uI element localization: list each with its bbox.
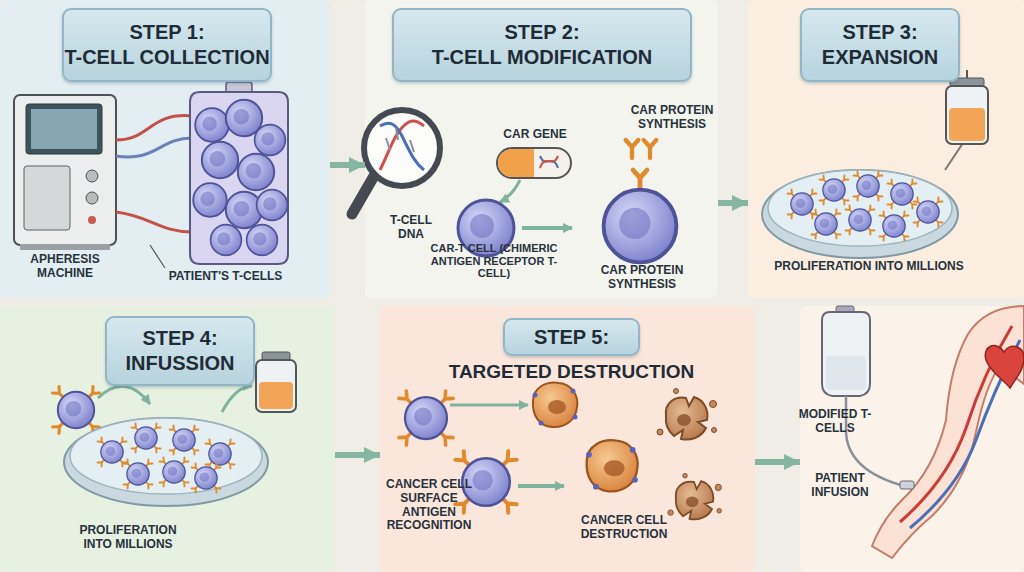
callout-label: PROLIFERATION INTO MILLIONS: [66, 524, 190, 552]
flow-arrow: [335, 452, 380, 458]
step-panel: APHERESIS MACHINE PATIENT'S T-CELLS STEP 1…: [0, 0, 330, 298]
callout-label: PATIENT INFUSION: [804, 472, 876, 500]
callout-label: APHERESIS MACHINE: [12, 253, 118, 281]
step-number: STEP 2:: [504, 20, 579, 45]
step-title: INFUSSION: [126, 351, 235, 376]
callout-label: CANCER CELL DESTRUCTION: [572, 514, 676, 542]
step-panel: PROLIFERATION INTO MILLIONS STEP 4:INFUSS…: [0, 306, 335, 572]
flow-arrow: [755, 459, 800, 465]
step-panel: PROLIFERATION INTO MILLIONS STEP 3:EXPANS…: [748, 0, 1024, 298]
step-title: T-CELL COLLECTION: [64, 45, 269, 70]
callout-label: CANCER CELL SURFACE ANTIGEN RECOGNITION: [380, 478, 478, 533]
callout-label: CAR PROTEIN SYNTHESIS: [622, 104, 722, 132]
callout-label: CAR-T CELL (CHIMERIC ANTIGEN RECEPTOR T-…: [424, 242, 564, 280]
step-header: STEP 1:T-CELL COLLECTION: [62, 8, 272, 82]
callout-label: CAR PROTEIN SYNTHESIS: [592, 264, 692, 292]
step-number: STEP 3:: [842, 20, 917, 45]
step-header: STEP 4:INFUSSION: [105, 316, 255, 386]
step-header: STEP 2:T-CELL MODIFICATION: [392, 8, 692, 82]
callout-label: PATIENT'S T-CELLS: [158, 270, 293, 284]
step-title: EXPANSION: [822, 45, 938, 70]
callout-label: CAR GENE: [497, 128, 573, 142]
callout-label: PROLIFERATION INTO MILLIONS: [754, 260, 984, 274]
step-number: STEP 5:: [534, 325, 609, 350]
step-title: TARGETED DESTRUCTION: [449, 360, 695, 384]
step-panel: CAR GENE CAR PROTEIN SYNTHESIS T-CELL DNAC…: [365, 0, 718, 298]
callout-label: T-CELL DNA: [380, 214, 442, 242]
step-header: STEP 5:TARGETED DESTRUCTION: [503, 318, 640, 356]
flow-arrow: [718, 200, 748, 206]
step-number: STEP 4:: [142, 326, 217, 351]
step-panel: CANCER CELL SURFACE ANTIGEN RECOGNITION C…: [380, 306, 755, 572]
step-panel: MODIFIED T-CELLSPATIENT INFUSION: [800, 306, 1024, 572]
callout-label: MODIFIED T-CELLS: [796, 408, 874, 436]
step-number: STEP 1:: [129, 20, 204, 45]
step-title: T-CELL MODIFICATION: [432, 45, 652, 70]
step-header: STEP 3:EXPANSION: [800, 8, 960, 82]
flow-arrow: [330, 162, 365, 168]
